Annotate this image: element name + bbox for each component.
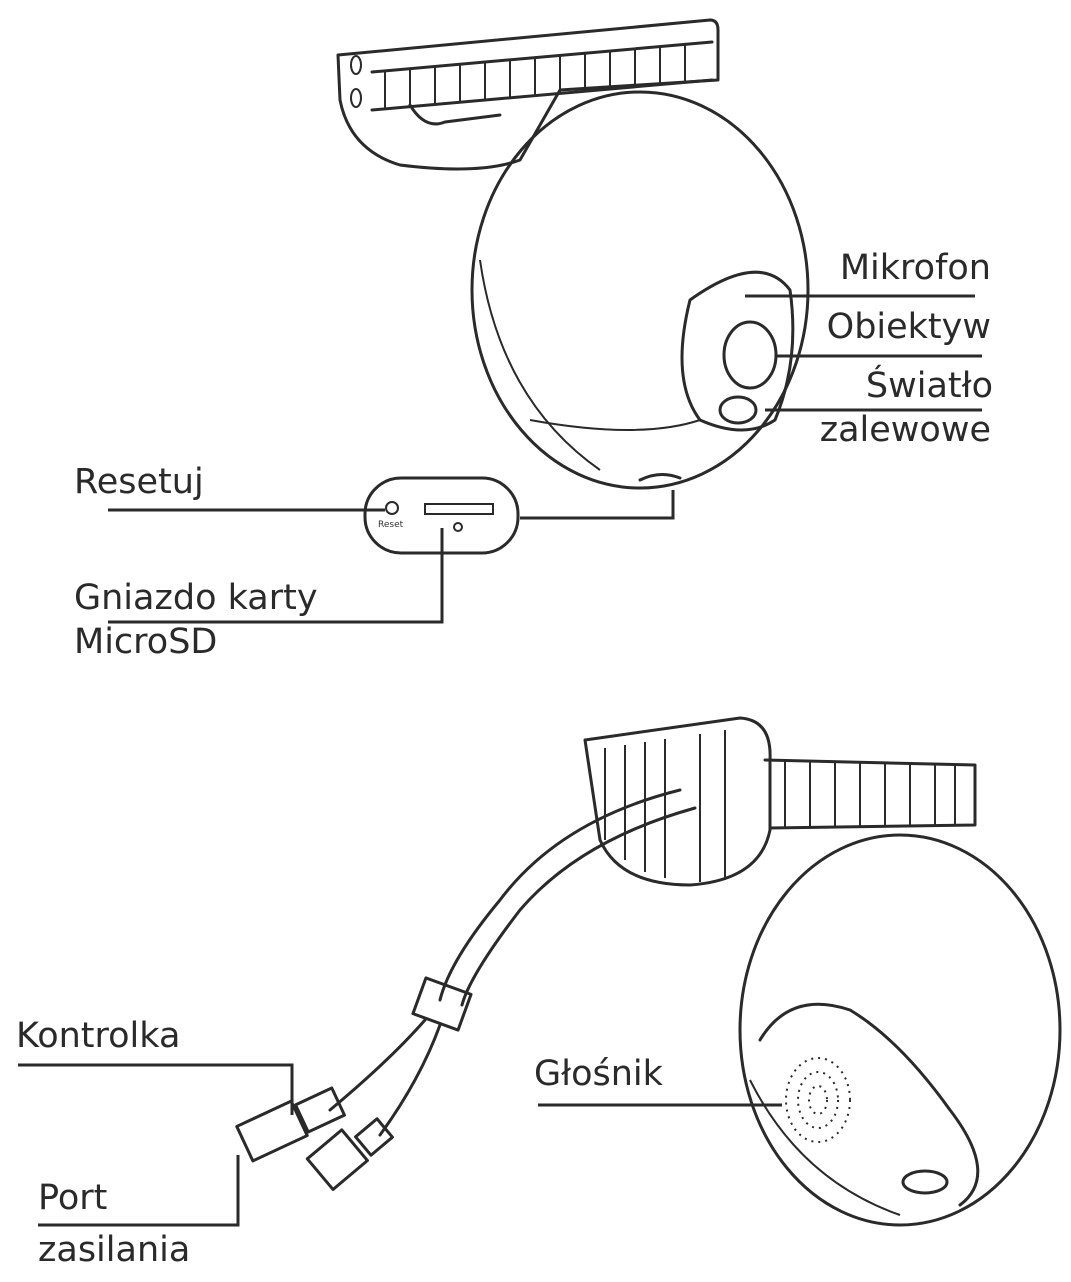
top-camera-drawing: Reset [108, 18, 982, 624]
label-gniazdo-line2: MicroSD [74, 622, 218, 662]
label-swiatlo-line2: zalewowe [819, 410, 991, 450]
label-glosnik: Głośnik [534, 1054, 663, 1094]
label-port-line1: Port [38, 1178, 108, 1218]
reset-text: Reset [378, 520, 404, 530]
label-kontrolka: Kontrolka [16, 1016, 181, 1056]
label-mikrofon: Mikrofon [839, 248, 991, 288]
label-resetuj: Resetuj [74, 462, 204, 502]
bottom-camera-drawing [18, 716, 1062, 1227]
label-gniazdo-line1: Gniazdo karty [74, 578, 318, 618]
label-port-line2: zasilania [38, 1230, 191, 1270]
label-swiatlo-line1: Światło [865, 366, 993, 406]
label-obiektyw: Obiektyw [826, 307, 991, 347]
